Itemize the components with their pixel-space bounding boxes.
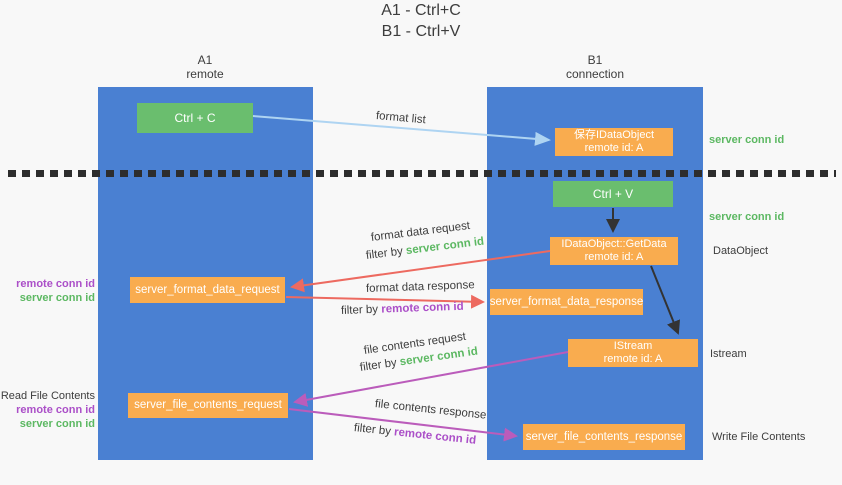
annotation-server-conn-id-mid: server conn id xyxy=(709,211,785,223)
filter-by-text: filter by xyxy=(353,422,392,438)
filter-by-text: filter by xyxy=(359,356,398,374)
annotation-read-file-title: Read File Contents xyxy=(0,390,95,402)
node-save-dataobject-line2: remote id: A xyxy=(584,142,644,154)
lane-header-left: A1 remote xyxy=(155,53,255,81)
edge-label-format-data-response-filter: filter by remote conn id xyxy=(341,301,464,317)
title-line-2: B1 - Ctrl+V xyxy=(381,23,461,40)
node-ctrl-c: Ctrl + C xyxy=(137,103,253,133)
node-file-request: server_file_contents_request xyxy=(128,393,288,418)
filter-by-text: filter by xyxy=(340,303,379,317)
annotation-server-conn-id: server conn id xyxy=(19,292,95,304)
annotation-read-file-contents: Read File Contents remote conn id server… xyxy=(0,389,95,431)
annotation-remote-conn-id: remote conn id xyxy=(16,278,95,290)
annotation-format-conn-ids: remote conn id server conn id xyxy=(0,277,95,305)
lane-left-subtitle: remote xyxy=(186,67,224,81)
lane-header-right: B1 connection xyxy=(545,53,645,81)
lane-right-name: B1 xyxy=(587,53,603,67)
annotation-server-conn-id: server conn id xyxy=(19,418,95,430)
machine-boundary-dashed-line xyxy=(8,170,836,177)
node-istream-line1: IStream xyxy=(613,340,653,352)
node-format-request: server_format_data_request xyxy=(130,277,285,303)
node-getdata-line2: remote id: A xyxy=(584,251,644,263)
node-file-response-label: server_file_contents_response xyxy=(525,430,683,443)
edge-label-file-contents-response-filter: filter by remote conn id xyxy=(353,422,476,447)
lane-left-name: A1 xyxy=(197,53,213,67)
title-line-1: A1 - Ctrl+C xyxy=(381,2,461,19)
annotation-dataobject: DataObject xyxy=(713,245,769,257)
lane-right-subtitle: connection xyxy=(565,67,625,81)
node-format-response-label: server_format_data_response xyxy=(489,295,644,308)
node-file-request-label: server_file_contents_request xyxy=(134,399,282,411)
node-getdata-line1: IDataObject::GetData xyxy=(561,238,667,250)
node-save-dataobject-line1: 保存IDataObject xyxy=(573,129,655,141)
node-format-response: server_format_data_response xyxy=(490,289,643,315)
annotation-istream: Istream xyxy=(710,348,747,360)
node-istream-line2: remote id: A xyxy=(603,353,663,365)
node-getdata: IDataObject::GetData remote id: A xyxy=(550,237,678,265)
annotation-remote-conn-id: remote conn id xyxy=(16,404,95,416)
diagram-title: A1 - Ctrl+C B1 - Ctrl+V xyxy=(0,0,842,42)
node-ctrl-c-label: Ctrl + C xyxy=(174,110,216,125)
filter-key-remote-conn-id: remote conn id xyxy=(393,426,477,447)
annotation-server-conn-id-top: server conn id xyxy=(709,134,785,146)
annotation-write-file-contents: Write File Contents xyxy=(712,431,806,443)
edge-label-file-contents-response: file contents response xyxy=(374,398,487,422)
edge-label-format-data-response: format data response xyxy=(365,279,475,295)
filter-key-remote-conn-id: remote conn id xyxy=(381,300,464,316)
node-format-request-label: server_format_data_request xyxy=(135,283,280,296)
node-istream: IStream remote id: A xyxy=(568,339,698,367)
filter-by-text: filter by xyxy=(365,245,404,262)
node-save-dataobject: 保存IDataObject remote id: A xyxy=(555,128,673,156)
node-ctrl-v: Ctrl + V xyxy=(553,181,673,207)
edge-label-format-list: format list xyxy=(375,110,427,127)
filter-key-server-conn-id: server conn id xyxy=(405,235,485,258)
node-ctrl-v-label: Ctrl + V xyxy=(592,186,634,201)
node-file-response: server_file_contents_response xyxy=(523,424,685,450)
